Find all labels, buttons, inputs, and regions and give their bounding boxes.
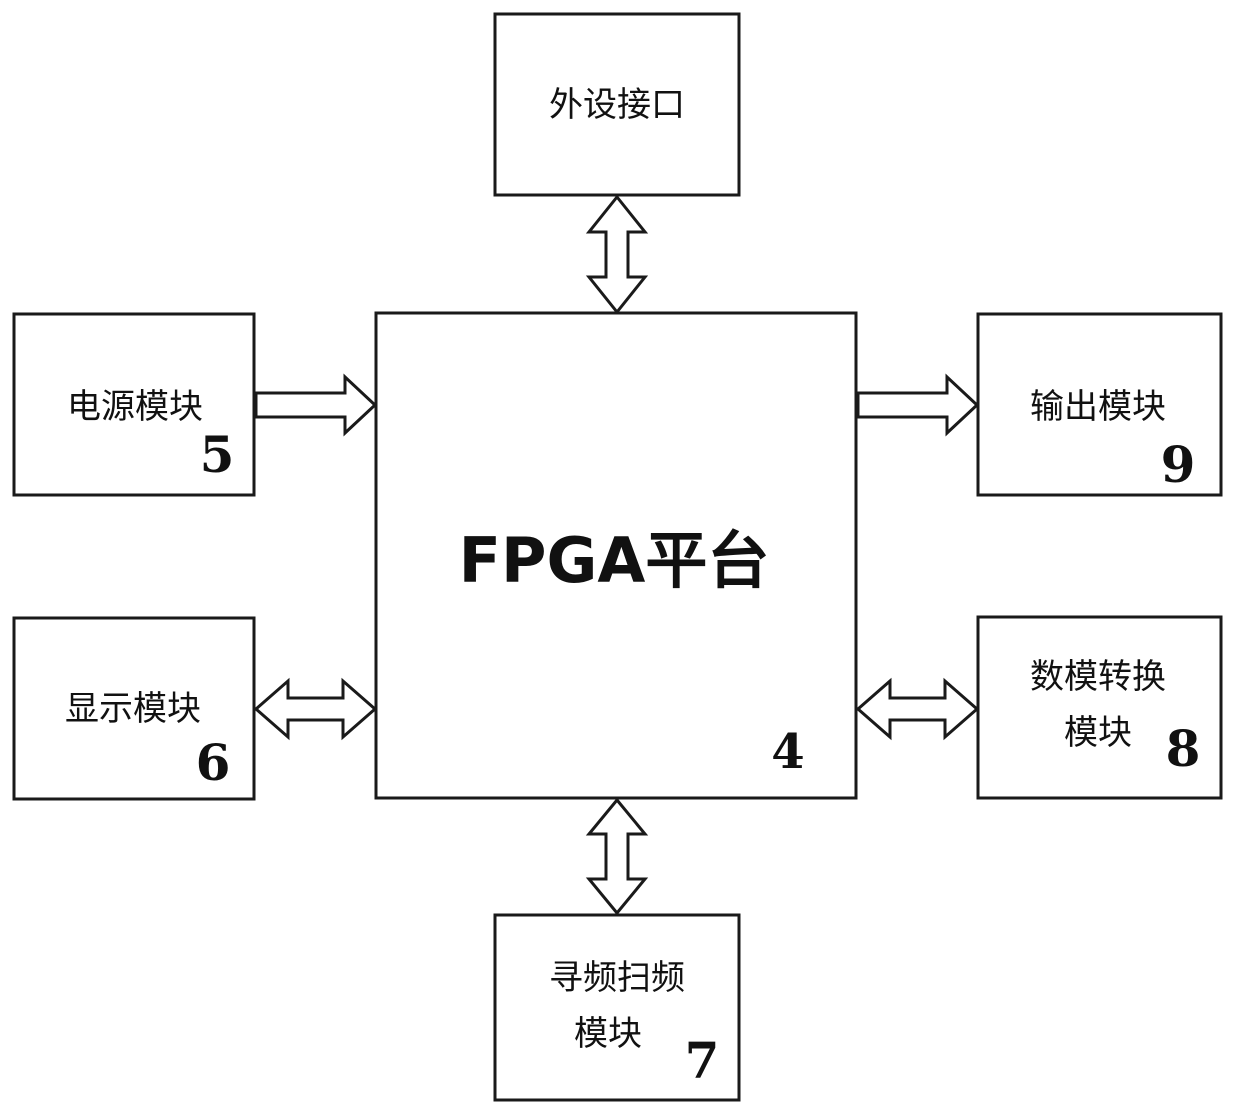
display-module-label: 显示模块 xyxy=(65,689,201,729)
output-module-number: 9 xyxy=(1161,435,1196,494)
power-to-fpga-arrow xyxy=(256,377,375,433)
power-module-label: 电源模块 xyxy=(67,387,203,427)
freq-sweep-label-line2: 模块 xyxy=(574,1014,642,1054)
dac-module-label-line2: 模块 xyxy=(1064,713,1132,753)
power-module-number: 5 xyxy=(200,425,235,484)
freq-sweep-number: 7 xyxy=(685,1031,720,1090)
fpga-platform-label: FPGA平台 xyxy=(459,524,770,597)
freq-sweep-label-line1: 寻频扫频 xyxy=(549,958,685,998)
dac-module-label-line1: 数模转换 xyxy=(1030,657,1166,697)
fpga-platform-number: 4 xyxy=(771,724,804,780)
output-module-label: 输出模块 xyxy=(1030,387,1166,427)
fpga-freq-double-arrow xyxy=(589,800,645,913)
display-fpga-double-arrow xyxy=(256,681,375,737)
fpga-to-output-arrow xyxy=(858,377,977,433)
fpga-dac-double-arrow xyxy=(858,681,977,737)
dac-module-number: 8 xyxy=(1166,719,1201,778)
peripheral-fpga-double-arrow xyxy=(589,197,645,312)
display-module-number: 6 xyxy=(196,733,231,792)
peripheral-interface-label: 外设接口 xyxy=(549,85,685,125)
